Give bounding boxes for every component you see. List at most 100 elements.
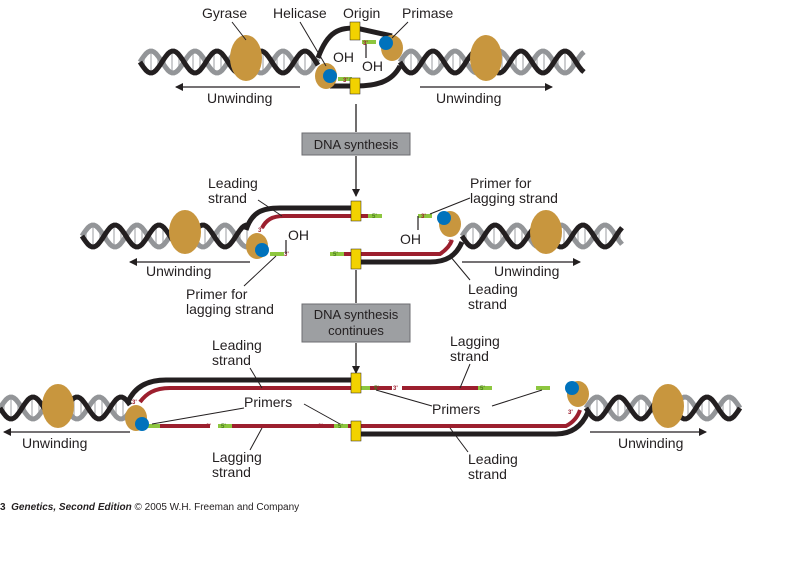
helicase-icon	[437, 211, 451, 225]
primer-3c	[536, 386, 550, 390]
primer-3b	[478, 386, 492, 390]
primer-for-lagging-label: Primer for	[186, 286, 248, 302]
book-title: Genetics, Second Edition	[11, 502, 132, 513]
parental-bottom-right-2	[356, 240, 465, 265]
helicase-icon	[135, 417, 149, 431]
oh-label: OH	[333, 49, 354, 65]
helix-strand	[79, 222, 248, 250]
unwinding-label: Unwinding	[618, 435, 683, 451]
helicase-icon	[323, 69, 337, 83]
leader	[243, 255, 277, 287]
leading-new-right-2	[344, 239, 454, 256]
figure-number: 3	[0, 502, 6, 513]
leader	[449, 255, 471, 281]
end-5-label: 5'	[338, 424, 343, 430]
leader	[257, 199, 283, 217]
leading-strand-label: Leading	[212, 337, 262, 353]
leading-strand-label: strand	[208, 190, 247, 206]
end-3-label: 3'	[343, 78, 348, 84]
origin-marker	[350, 200, 362, 222]
gyrase-icon	[652, 384, 684, 428]
end-3-label: 3'	[363, 41, 368, 47]
unwinding-label: Unwinding	[494, 263, 559, 279]
unwinding-label: Unwinding	[146, 263, 211, 279]
primer-3a	[356, 386, 370, 390]
leading-strand-label: strand	[468, 466, 507, 482]
end-3-label: 3'	[568, 410, 573, 416]
primase-leader	[391, 21, 409, 39]
leader	[303, 403, 341, 425]
leader	[375, 389, 433, 407]
lagging-strand-label: Lagging	[450, 333, 500, 349]
leading-strand-label: Leading	[468, 281, 518, 297]
helix-strand	[137, 48, 321, 76]
primer-2a	[368, 214, 382, 218]
primer-2c	[270, 252, 284, 256]
leading-new-left-3	[138, 386, 356, 404]
end-3-label: 3'	[448, 240, 453, 246]
leader	[249, 427, 263, 451]
helicase-icon	[565, 381, 579, 395]
credit-text: © 2005 W.H. Freeman and Company	[134, 502, 300, 513]
panel-2: 3' 5' 3' 5' 3' 3' OH OH Leading strand P…	[79, 175, 624, 317]
helicase-label: Helicase	[273, 5, 327, 21]
lagging-strand-label: Lagging	[212, 449, 262, 465]
oh-label: OH	[288, 227, 309, 243]
end-5-label: 5'	[372, 214, 377, 220]
primer-3e	[334, 424, 348, 428]
figure-caption: 3 Genetics, Second Edition © 2005 W.H. F…	[0, 502, 299, 513]
origin-marker-top	[349, 21, 361, 41]
origin-marker-bottom	[349, 77, 361, 95]
end-3-label: 3'	[318, 424, 323, 430]
end-5-label: 5'	[221, 424, 226, 430]
lagging-strand-label: strand	[212, 464, 251, 480]
helicase-leader	[299, 21, 327, 67]
parental-bottom-right-3	[356, 410, 591, 437]
primer-for-lagging-label: lagging strand	[186, 301, 274, 317]
primer-for-lagging-label: Primer for	[470, 175, 532, 191]
leading-strand-label: Leading	[468, 451, 518, 467]
primer-2b	[330, 252, 344, 256]
leader	[491, 389, 543, 407]
parental-top-left-3	[125, 377, 356, 404]
unwinding-label: Unwinding	[207, 90, 272, 106]
leader	[249, 367, 263, 389]
leader	[449, 427, 469, 453]
primer-1b	[338, 77, 352, 81]
leading-strand-label: Leading	[208, 175, 258, 191]
gyrase-icon	[530, 210, 562, 254]
primer-3f	[146, 424, 160, 428]
unwinding-label: Unwinding	[436, 90, 501, 106]
panel-1: OH OH 3' 3' Gyrase Helicase Origin Prima…	[137, 5, 586, 106]
primer-3d	[218, 424, 232, 428]
helicase-icon	[255, 243, 269, 257]
end-3-label: 3'	[206, 424, 211, 430]
step-1-label: DNA synthesis	[314, 137, 399, 152]
primer-2d	[418, 214, 432, 218]
step-box-2: DNA synthesis continues	[301, 270, 411, 374]
end-3-label: 3'	[258, 228, 263, 234]
lagging-strand-label: strand	[450, 348, 489, 364]
primer-1a	[362, 40, 376, 44]
oh-label: OH	[400, 231, 421, 247]
leading-strand-label: strand	[212, 352, 251, 368]
step-box-1: DNA synthesis	[301, 104, 411, 197]
origin-marker	[350, 248, 362, 270]
origin-label: Origin	[343, 5, 380, 21]
gyrase-icon	[470, 35, 502, 81]
unwinding-label: Unwinding	[22, 435, 87, 451]
primers-label: Primers	[432, 401, 480, 417]
panel-3: 3' 5' 3' 5' 3' 5' 3' 5' 3' Leading stran…	[0, 333, 743, 482]
helix-left-1	[137, 48, 321, 76]
helix-left-2	[79, 222, 248, 250]
leading-new-right-3	[348, 409, 582, 428]
gyrase-icon	[169, 210, 201, 254]
gyrase-icon	[42, 384, 74, 428]
primer-for-lagging-label: lagging strand	[470, 190, 558, 206]
step-2-label: DNA synthesis	[314, 307, 399, 322]
gyrase-label: Gyrase	[202, 5, 247, 21]
end-5-label: 5'	[374, 386, 379, 392]
gyrase-icon	[230, 35, 262, 81]
primers-label: Primers	[244, 394, 292, 410]
